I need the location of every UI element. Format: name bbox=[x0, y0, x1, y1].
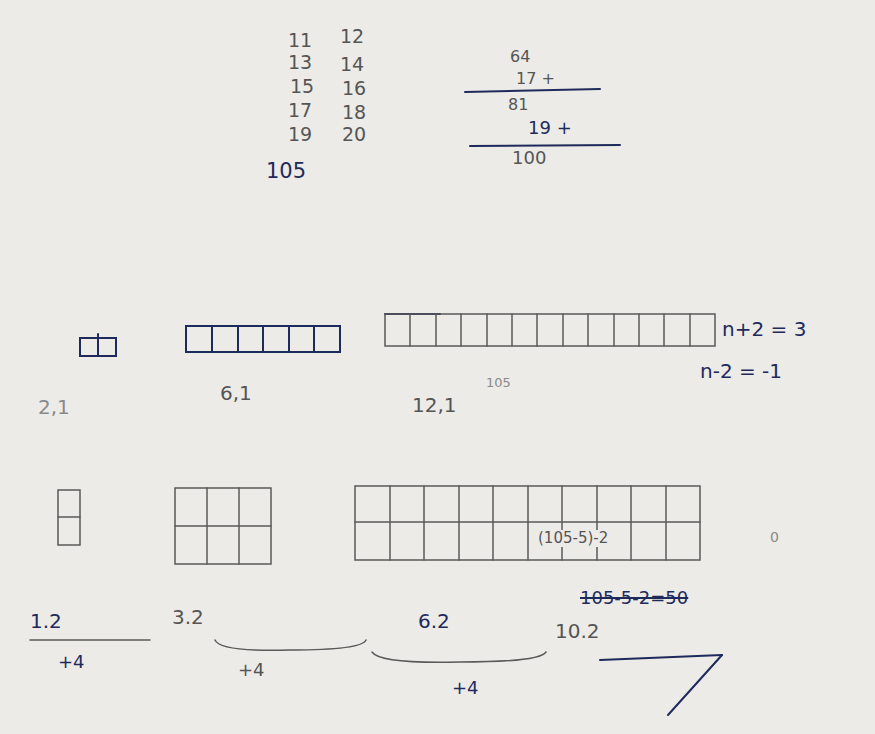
crossed-note: 105-5-2=50 bbox=[580, 588, 688, 608]
note: 105 bbox=[486, 376, 511, 390]
strip-divider bbox=[97, 334, 99, 356]
difference: +4 bbox=[238, 660, 265, 680]
dimension: 6,1 bbox=[220, 382, 252, 404]
sum-line bbox=[470, 145, 620, 146]
sum-term: 81 bbox=[508, 96, 528, 114]
note: 0 bbox=[770, 530, 779, 545]
dimension: 10.2 bbox=[555, 620, 600, 642]
grid-block bbox=[58, 490, 80, 545]
strip-block bbox=[186, 326, 340, 352]
number: 19 bbox=[288, 124, 312, 145]
dimension: 12,1 bbox=[412, 394, 457, 416]
brace bbox=[372, 652, 546, 662]
dimension: 1.2 bbox=[30, 610, 62, 632]
number: 13 bbox=[288, 52, 312, 73]
strip-block bbox=[385, 314, 715, 346]
note: (105-5)-2 bbox=[536, 530, 610, 547]
dimension: 2,1 bbox=[38, 396, 70, 418]
brace bbox=[215, 640, 366, 650]
grid-block bbox=[175, 488, 271, 564]
equation: n+2 = 3 bbox=[722, 318, 806, 340]
number: 16 bbox=[342, 78, 366, 99]
sum-term: 64 bbox=[510, 48, 530, 66]
difference: +4 bbox=[452, 678, 479, 698]
difference: +4 bbox=[58, 652, 85, 672]
total: 105 bbox=[266, 160, 306, 183]
sum-result: 100 bbox=[512, 148, 546, 168]
number: 15 bbox=[290, 76, 314, 97]
number: 17 bbox=[288, 100, 312, 121]
dimension: 6.2 bbox=[418, 610, 450, 632]
number: 14 bbox=[340, 54, 364, 75]
number: 11 bbox=[288, 30, 312, 51]
equation: n-2 = -1 bbox=[700, 360, 782, 382]
dimension: 3.2 bbox=[172, 606, 204, 628]
number: 12 bbox=[340, 26, 364, 47]
ink-stroke bbox=[668, 655, 722, 715]
sum-line bbox=[465, 89, 600, 92]
sum-term: 17 + bbox=[516, 70, 555, 88]
number: 20 bbox=[342, 124, 366, 145]
sum-term: 19 + bbox=[528, 118, 572, 138]
ink-stroke bbox=[600, 655, 722, 660]
number: 18 bbox=[342, 102, 366, 123]
underline bbox=[30, 639, 150, 641]
grid-block bbox=[355, 486, 700, 560]
